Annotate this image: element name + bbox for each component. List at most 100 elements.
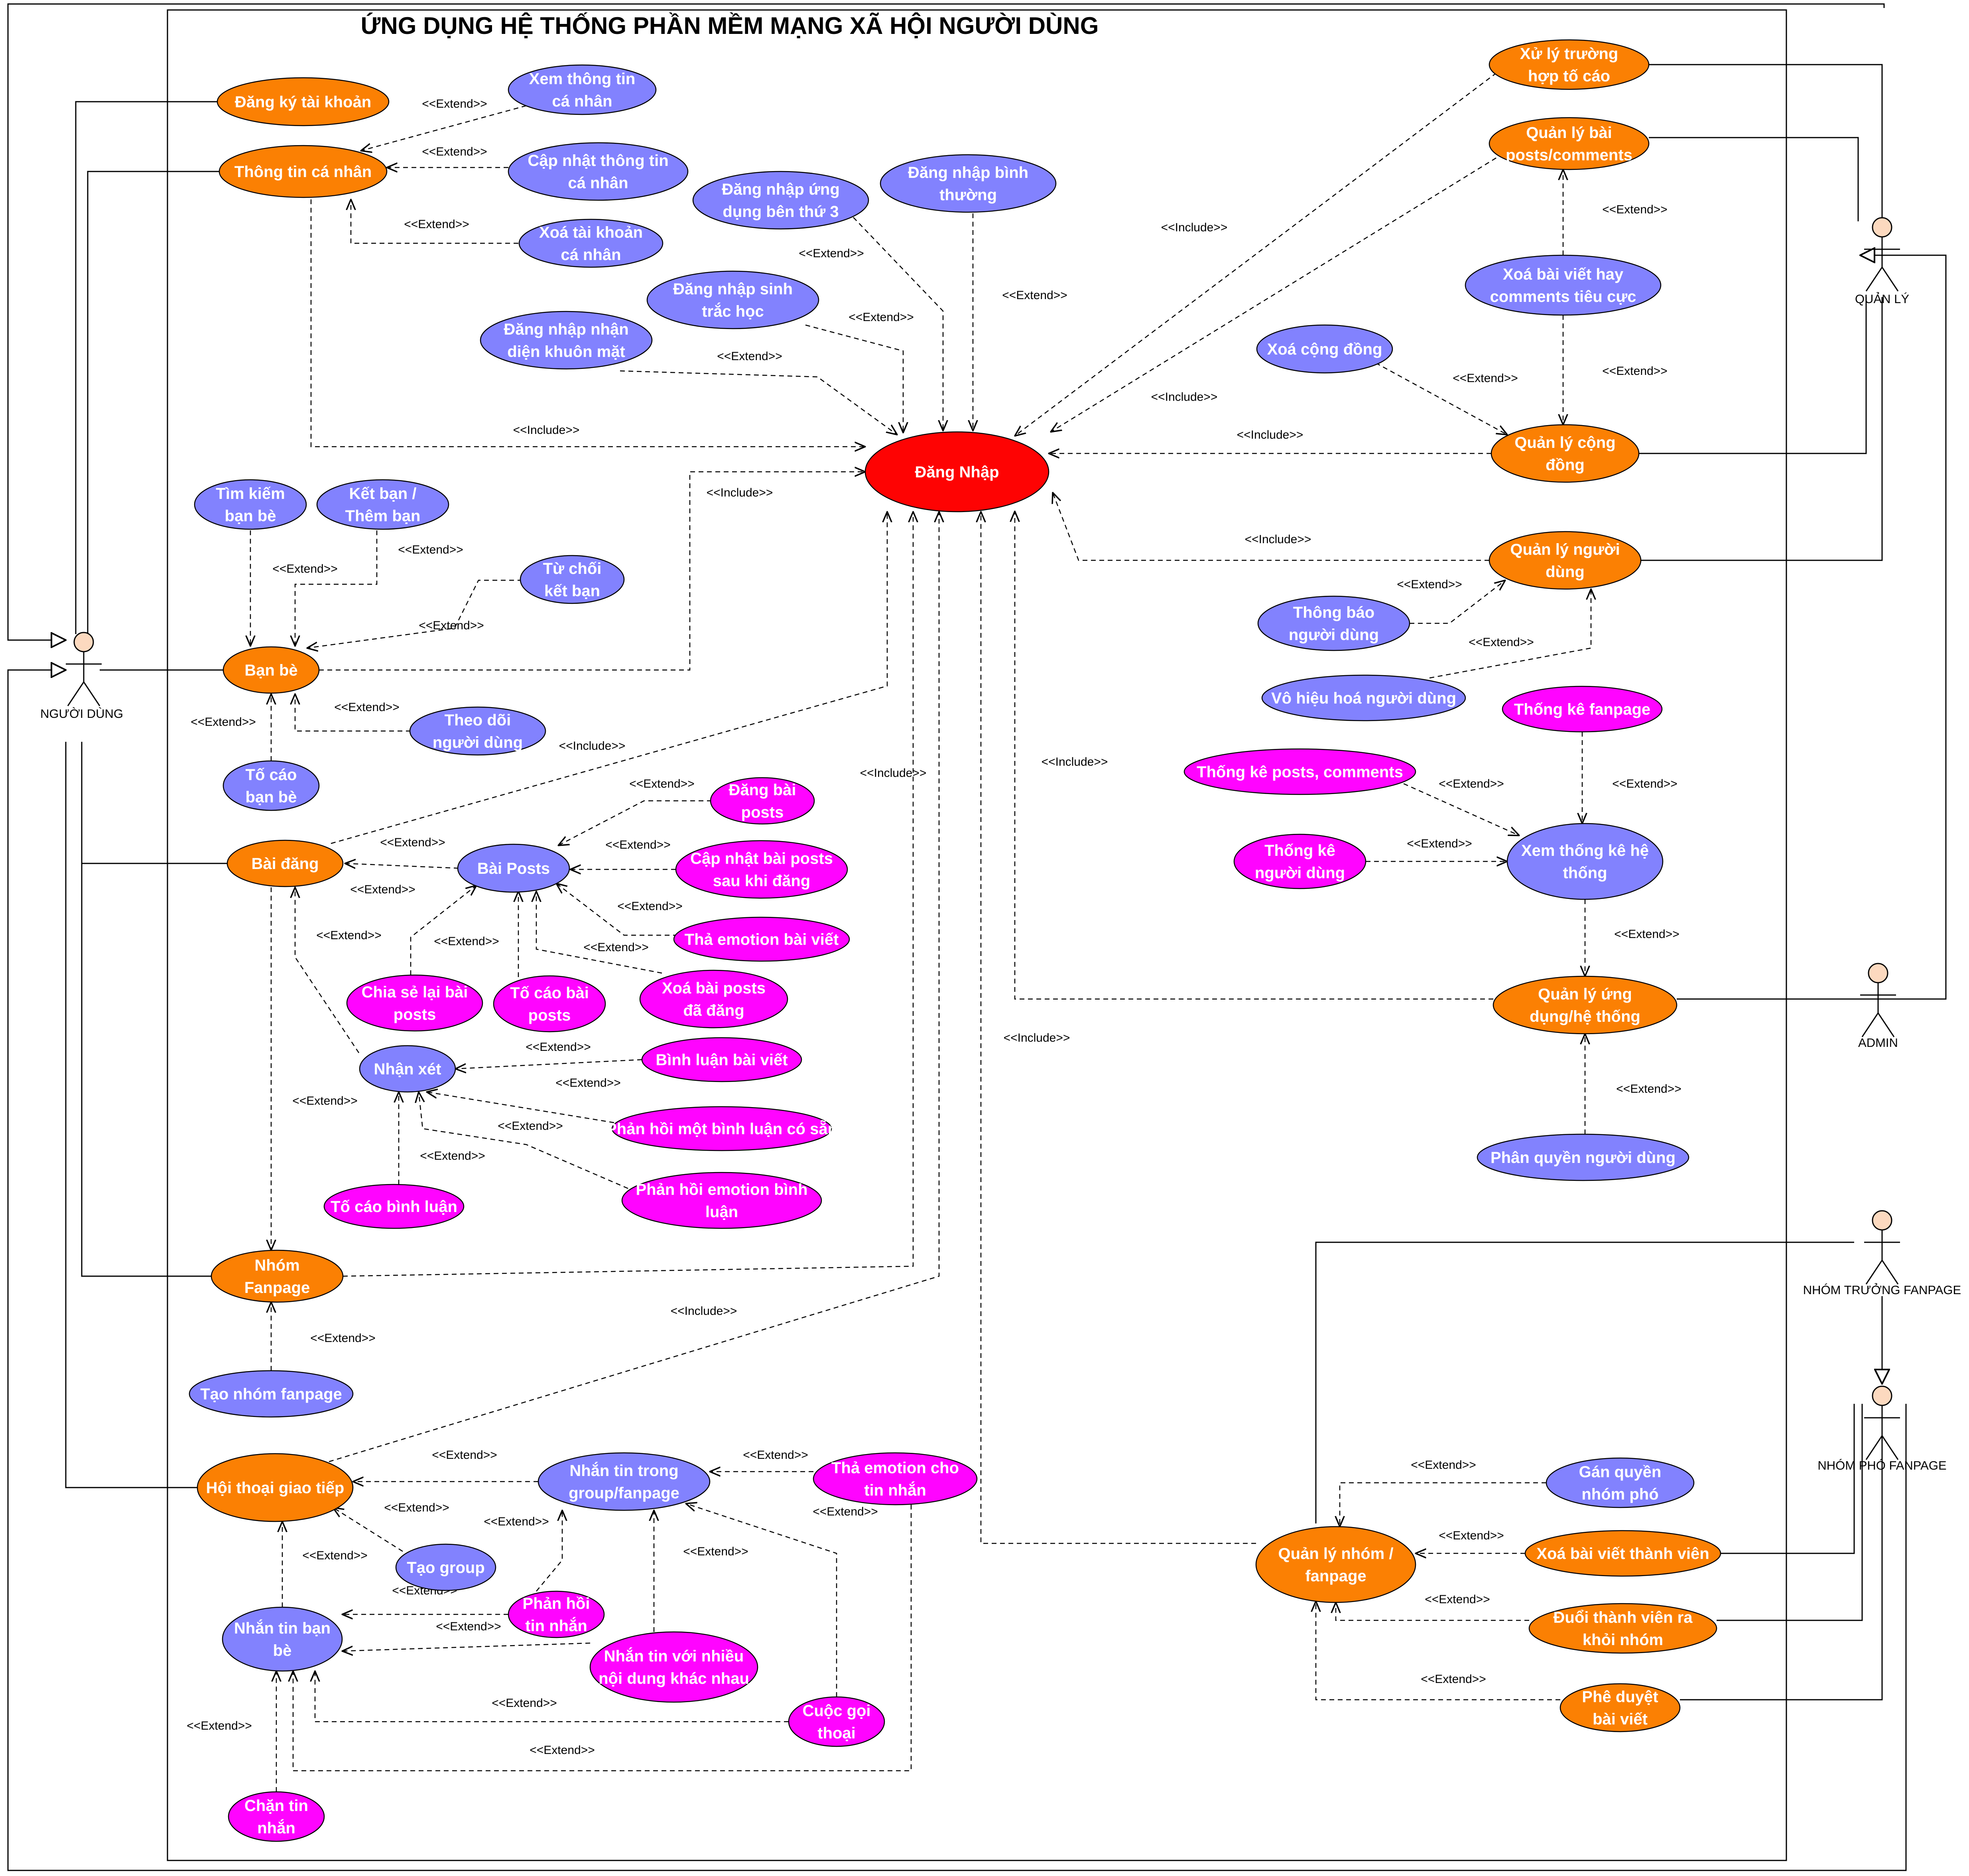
association-edge: [1680, 1404, 1883, 1701]
usecase-bai-dang: Bài đăng: [226, 839, 344, 887]
usecase-shape: [1493, 975, 1678, 1035]
extend-edge: [345, 863, 459, 868]
actor-head: [1872, 217, 1892, 238]
associations: [7, 3, 1947, 1871]
usecase-phan-hoi-binh-luan: Phản hồi một bình luận có sẵn: [606, 1106, 837, 1151]
usecase-label: Xem thống kê hệ: [1521, 842, 1649, 859]
usecase-shape: [359, 1045, 456, 1093]
usecase-label: Gán quyền: [1579, 1463, 1662, 1481]
association-edge: [1639, 297, 1867, 454]
extend-edge: [536, 891, 662, 974]
include-relationship: <<Include>>: [319, 472, 865, 671]
usecase-shape: [1477, 1133, 1689, 1181]
include-edge: [343, 512, 913, 1277]
usecase-label: Kết bạn /: [349, 485, 417, 503]
extend-label: <<Extend>>: [799, 247, 864, 260]
usecase-shape: [1257, 595, 1410, 651]
usecase-shape: [673, 916, 850, 962]
usecase-shape: [1502, 686, 1663, 733]
actor-label: QUẢN LÝ: [1855, 292, 1909, 306]
actor-leg: [1877, 1013, 1895, 1037]
extend-relationship: <<Extend>>: [282, 1521, 368, 1607]
usecase-label: cá nhân: [552, 93, 612, 110]
extend-edge: [307, 579, 522, 648]
usecase-label: Phản hồi: [523, 1595, 590, 1612]
usecase-label: Đăng ký tài khoản: [235, 93, 371, 111]
usecase-shape: [646, 270, 819, 329]
usecase-label: Thông báo: [1293, 604, 1374, 621]
usecase-label: Xoá bài viết hay: [1503, 266, 1624, 283]
extend-label: <<Extend>>: [1397, 578, 1462, 591]
usecase-label: Bài Posts: [477, 860, 550, 877]
usecase-shape: [1256, 324, 1393, 374]
extend-label: <<Extend>>: [350, 883, 415, 896]
extend-relationship: <<Extend>>: [1375, 362, 1518, 435]
extend-label: <<Extend>>: [1439, 777, 1504, 790]
usecase-shape: [222, 1606, 343, 1672]
extend-relationship: <<Extend>>: [1336, 1593, 1529, 1621]
usecase-shape: [197, 1453, 354, 1522]
extend-edge: [1429, 589, 1591, 679]
usecase-shape: [589, 1631, 758, 1703]
usecase-shape: [1491, 424, 1640, 483]
usecase-label: dụng bên thứ 3: [723, 203, 839, 221]
usecase-tha-emotion-tin: Thả emotion cho tin nhắn: [813, 1452, 978, 1506]
extend-label: <<Extend>>: [530, 1744, 595, 1757]
extend-relationship: <<Extend>>: [295, 887, 382, 1053]
include-relationship: <<Include>>: [1051, 153, 1504, 432]
usecase-label: Nhận xét: [374, 1060, 441, 1078]
usecase-label: Xem thông tin: [529, 70, 636, 88]
usecase-label: nội dung khác nhau: [599, 1670, 749, 1687]
extend-label: <<Extend>>: [1421, 1673, 1486, 1686]
usecase-label: cá nhân: [568, 174, 628, 192]
extend-edge: [1410, 580, 1505, 624]
usecase-label: Đăng nhập nhận: [504, 321, 628, 338]
usecase-quan-ly-nhom: Quản lý nhóm /fanpage: [1255, 1526, 1416, 1603]
usecase-label: Thả emotion cho: [831, 1459, 959, 1477]
extend-edge: [686, 1504, 837, 1697]
extend-edge: [1340, 1482, 1546, 1527]
extend-label: <<Extend>>: [292, 1094, 357, 1107]
extend-relationship: <<Extend>>: [295, 694, 411, 732]
extend-relationship: <<Extend>>: [342, 1620, 591, 1651]
extend-edge: [295, 887, 360, 1053]
extend-relationship: <<Extend>>: [710, 1448, 813, 1472]
association-edge: [1641, 297, 1883, 561]
usecase-label: Quản lý người: [1510, 541, 1620, 558]
usecase-shape: [226, 839, 344, 887]
usecase-label: thoại: [817, 1724, 856, 1742]
extend-label: <<Extend>>: [1425, 1593, 1490, 1606]
usecase-shape: [222, 760, 320, 811]
usecase-label: Xoá bài posts: [662, 979, 766, 997]
include-label: <<Include>>: [1042, 755, 1108, 769]
extend-edge: [805, 324, 903, 433]
usecase-label: comments tiêu cực: [1490, 288, 1636, 305]
association-edge: [1721, 1404, 1855, 1554]
usecase-shape: [1465, 254, 1662, 316]
usecase-shape: [639, 970, 788, 1029]
usecase-label: Thống kê fanpage: [1514, 701, 1650, 718]
extend-relationship: <<Extend>>: [419, 1092, 628, 1189]
usecase-label: Bình luận bài viết: [656, 1051, 788, 1069]
extend-relationship: <<Extend>>: [556, 883, 683, 936]
association-edge: [1649, 137, 1859, 221]
usecase-shape: [518, 219, 664, 268]
usecase-label: posts: [394, 1006, 436, 1023]
usecase-label: tin nhắn: [864, 1481, 926, 1499]
usecase-label: posts: [741, 804, 784, 821]
extend-label: <<Extend>>: [605, 838, 670, 851]
usecase-label: Quản lý cộng: [1514, 434, 1615, 451]
usecase-label: Nhắn tin với nhiều: [604, 1647, 744, 1665]
extend-label: <<Extend>>: [1439, 1529, 1504, 1542]
usecase-label: Theo dõi: [445, 711, 511, 729]
usecase-label: trắc học: [702, 302, 764, 320]
